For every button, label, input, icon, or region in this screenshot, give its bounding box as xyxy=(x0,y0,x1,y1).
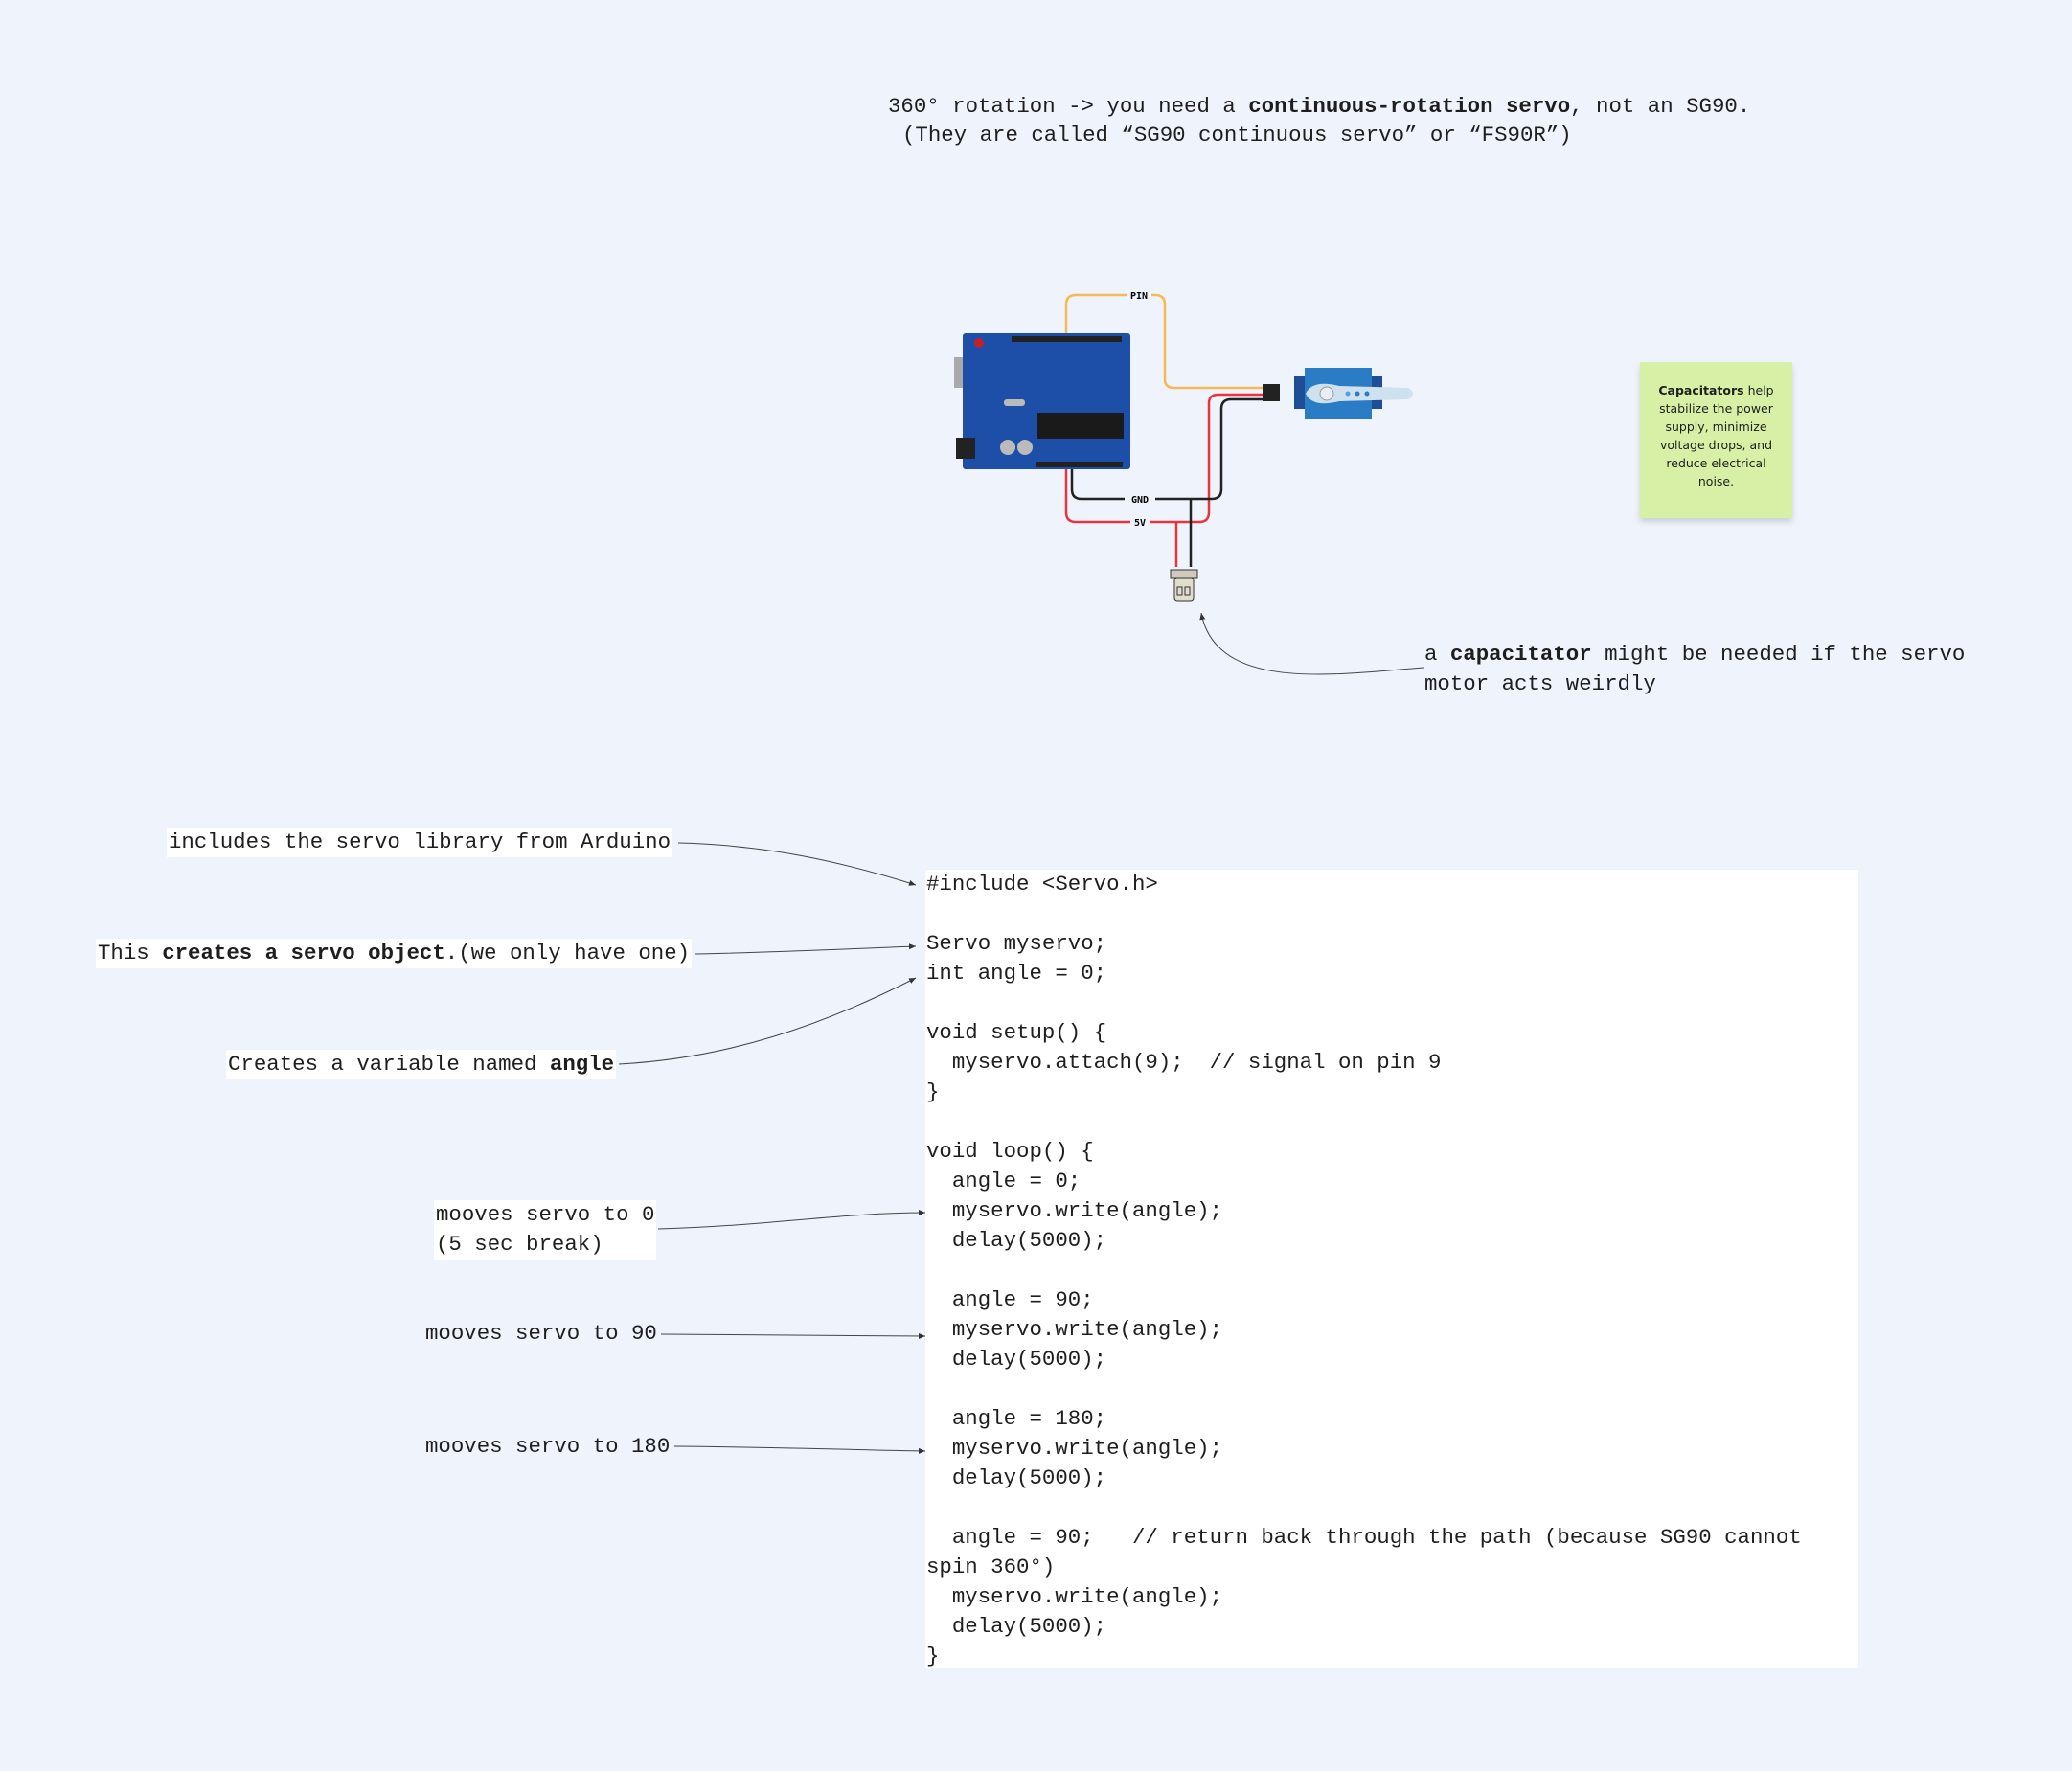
capacitor-arrow xyxy=(1199,612,1425,675)
code-line: } xyxy=(926,1644,940,1669)
code-line xyxy=(925,1493,1858,1523)
code-block[interactable]: #include <Servo.h> Servo myservo; int angl… xyxy=(925,870,1858,1669)
annotation-angle-variable: Creates a variable named angle xyxy=(226,1050,617,1079)
code-line: void setup() { xyxy=(926,1020,1107,1045)
note-text: , not an SG90. xyxy=(1570,94,1751,119)
pin-label: PIN xyxy=(1130,291,1148,302)
arduino-board xyxy=(954,333,1130,469)
code-line: Servo myservo; xyxy=(926,931,1107,956)
code-line xyxy=(925,1256,1858,1285)
code-line: myservo.write(angle); xyxy=(926,1317,1223,1342)
note-text: might be needed if the servo motor acts … xyxy=(1424,642,1966,696)
code-line: int angle = 0; xyxy=(926,961,1107,986)
code-line: myservo.write(angle); xyxy=(926,1198,1223,1223)
note-text: Creates a variable named xyxy=(228,1052,550,1077)
note-bold: creates a servo object xyxy=(162,941,445,965)
code-line: angle = 0; xyxy=(926,1169,1082,1193)
code-line: void loop() { xyxy=(926,1139,1094,1164)
note-bold: continuous-rotation servo xyxy=(1248,94,1571,119)
code-line: myservo.attach(9); // signal on pin 9 xyxy=(926,1050,1442,1075)
note-bold: capacitator xyxy=(1449,642,1592,667)
code-line: delay(5000); xyxy=(926,1347,1107,1372)
servo-motor xyxy=(1263,368,1413,419)
code-line xyxy=(925,1107,1858,1137)
capacitor-note: a capacitator might be needed if the ser… xyxy=(1424,640,1965,699)
servo180-arrow xyxy=(673,1445,926,1454)
rotation-note-line1: 360° rotation -> you need a continuous-r… xyxy=(888,92,1750,122)
angle-arrow xyxy=(618,977,917,1065)
annotation-servo-object: This creates a servo object.(we only hav… xyxy=(96,939,693,968)
code-line: delay(5000); xyxy=(926,1465,1107,1490)
code-line xyxy=(925,1374,1858,1404)
gnd-label: GND xyxy=(1131,495,1149,506)
sticky-note[interactable]: Capacitators help stabilize the power su… xyxy=(1640,362,1792,518)
code-line: angle = 90; // return back through the p… xyxy=(926,1525,1815,1579)
5v-label: 5V xyxy=(1134,518,1146,529)
note-text: This xyxy=(98,941,163,965)
code-line: myservo.write(angle); xyxy=(926,1436,1223,1461)
sticky-text: help stabilize the power supply, minimiz… xyxy=(1659,383,1774,488)
note-bold: angle xyxy=(549,1052,615,1077)
annotation-servo-0: mooves servo to 0 (5 sec break) xyxy=(434,1200,657,1260)
sticky-bold: Capacitators xyxy=(1658,383,1744,397)
code-line: angle = 90; xyxy=(926,1287,1094,1312)
annotation-servo-180: mooves servo to 180 xyxy=(425,1434,671,1459)
note-text: 360° rotation -> you need a xyxy=(888,94,1249,119)
code-line: angle = 180; xyxy=(926,1406,1107,1431)
code-line: } xyxy=(926,1079,940,1104)
rotation-note-line2: (They are called “SG90 continuous servo”… xyxy=(902,123,1572,148)
signal-wire xyxy=(1064,293,1263,390)
circuit-diagram: PIN GND 5V xyxy=(954,291,1413,602)
include-arrow xyxy=(677,842,917,886)
object-arrow xyxy=(694,943,917,955)
annotation-servo-90: mooves servo to 90 xyxy=(425,1321,657,1346)
code-line: myservo.write(angle); xyxy=(926,1584,1223,1609)
code-line: delay(5000); xyxy=(926,1228,1107,1253)
power-wire xyxy=(1064,393,1263,524)
annotation-include: includes the servo library from Arduino xyxy=(167,828,673,857)
code-line: delay(5000); xyxy=(926,1614,1107,1639)
note-text: a xyxy=(1424,642,1450,667)
code-line xyxy=(925,988,1858,1018)
note-text: .(we only have one) xyxy=(444,941,691,965)
capacitor xyxy=(1170,569,1198,602)
ground-wire xyxy=(1070,397,1263,501)
servo90-arrow xyxy=(660,1332,926,1339)
code-line xyxy=(925,899,1858,929)
servo0-arrow xyxy=(657,1210,926,1230)
code-line: #include <Servo.h> xyxy=(926,872,1158,897)
